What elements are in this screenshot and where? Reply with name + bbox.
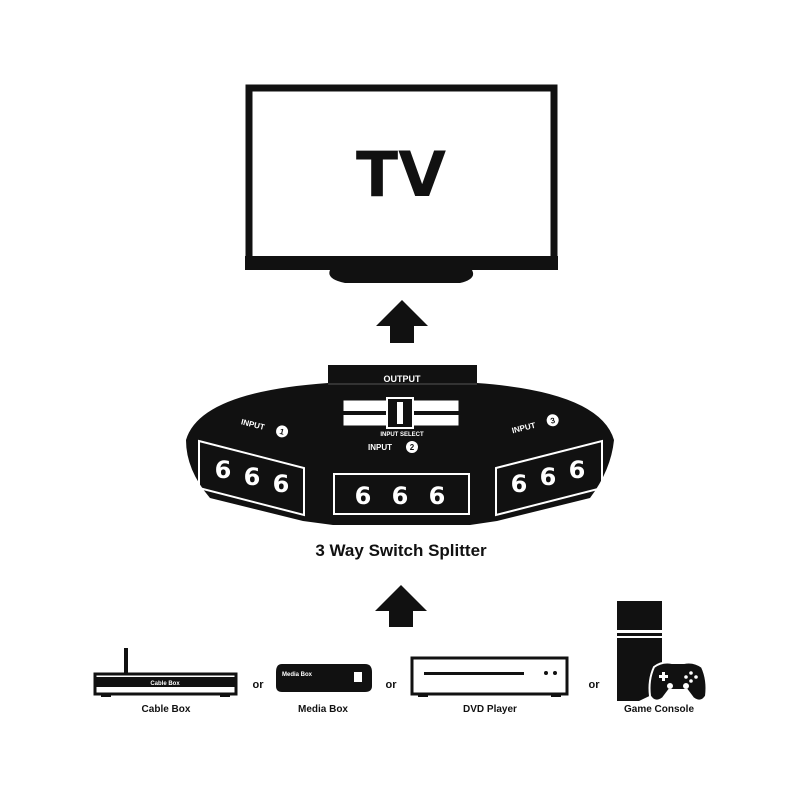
dvd-player-foot-right xyxy=(551,694,561,697)
input-2-jack[interactable]: 6 xyxy=(392,482,409,510)
output-label: OUTPUT xyxy=(384,374,422,384)
switch-knob-grip xyxy=(397,402,403,424)
input-2-label-group: INPUT 2 xyxy=(368,441,418,453)
splitter: OUTPUT INPUT SELECT INPUT 1 INPUT 2 INPU… xyxy=(186,365,614,525)
media-box-indicator xyxy=(354,672,362,682)
game-console xyxy=(617,601,708,702)
input-2-jack[interactable]: 6 xyxy=(429,482,446,510)
input-3-panel xyxy=(495,439,603,517)
dvd-player xyxy=(410,656,569,697)
gamepad-stick xyxy=(667,683,673,689)
input-1-panel xyxy=(198,439,305,517)
dvd-player-tray xyxy=(424,672,524,675)
or-label: or xyxy=(253,679,265,691)
input-2-panel xyxy=(333,473,470,515)
gamepad-dpad xyxy=(662,672,665,681)
dvd-player-label: DVD Player xyxy=(463,704,517,715)
input-2-ports: 6 6 6 xyxy=(333,473,470,515)
dvd-player-foot-left xyxy=(418,694,428,697)
game-console-label: Game Console xyxy=(624,704,694,715)
cable-box-foot-left xyxy=(101,694,111,697)
cable-box-antenna xyxy=(124,648,128,676)
gamepad-body xyxy=(648,661,708,702)
console-stripe xyxy=(617,630,662,633)
input-3-jack[interactable]: 6 xyxy=(511,470,528,498)
or-label: or xyxy=(589,679,601,691)
input-1-ports: 6 6 6 xyxy=(198,439,305,517)
input-select-label: INPUT SELECT xyxy=(380,432,424,438)
media-box: Media Box xyxy=(276,664,372,692)
dvd-player-body xyxy=(410,656,569,696)
cable-box-foot-right xyxy=(220,694,230,697)
dvd-player-button xyxy=(544,671,548,675)
tv: TV xyxy=(245,84,558,283)
media-box-body xyxy=(276,664,372,692)
arrow-up-icon xyxy=(376,300,428,343)
gamepad-button xyxy=(689,679,693,683)
input-1-badge xyxy=(276,425,289,438)
tv-bezel-bottom xyxy=(245,256,558,270)
input-3-ports: 6 6 6 xyxy=(495,439,603,517)
input-1-jack[interactable]: 6 xyxy=(273,470,290,498)
input-3-badge xyxy=(546,414,559,427)
input-3-number: 3 xyxy=(550,416,557,426)
gamepad-stick xyxy=(683,683,689,689)
cable-box-front-band xyxy=(95,677,236,687)
input-3-jack[interactable]: 6 xyxy=(569,456,586,484)
media-box-label: Media Box xyxy=(298,704,348,715)
cable-box-label: Cable Box xyxy=(142,704,191,715)
cable-box-face-text: Cable Box xyxy=(150,681,180,687)
gamepad-button xyxy=(694,675,698,679)
input-select-switch[interactable] xyxy=(342,397,460,429)
tv-stand xyxy=(329,270,474,283)
input-1-number: 1 xyxy=(279,427,286,437)
or-label: or xyxy=(386,679,398,691)
cable-box: Cable Box xyxy=(93,648,238,697)
console-stripe xyxy=(617,636,662,638)
input-2-number: 2 xyxy=(410,443,415,452)
input-2-badge xyxy=(406,441,418,453)
tv-label: TV xyxy=(356,138,446,211)
gamepad-icon xyxy=(648,661,708,702)
input-2-jack[interactable]: 6 xyxy=(355,482,372,510)
arrow-up-icon xyxy=(375,585,427,627)
gamepad-button xyxy=(689,671,693,675)
input-2-label: INPUT xyxy=(368,443,392,452)
input-3-jack[interactable]: 6 xyxy=(540,463,557,491)
input-1-jack[interactable]: 6 xyxy=(215,456,232,484)
media-box-face-text: Media Box xyxy=(282,672,313,678)
dvd-player-button xyxy=(553,671,557,675)
tv-screen xyxy=(245,84,558,266)
gamepad-button xyxy=(684,675,688,679)
input-1-jack[interactable]: 6 xyxy=(244,463,261,491)
splitter-title: 3 Way Switch Splitter xyxy=(315,541,487,560)
splitter-body xyxy=(186,365,614,525)
